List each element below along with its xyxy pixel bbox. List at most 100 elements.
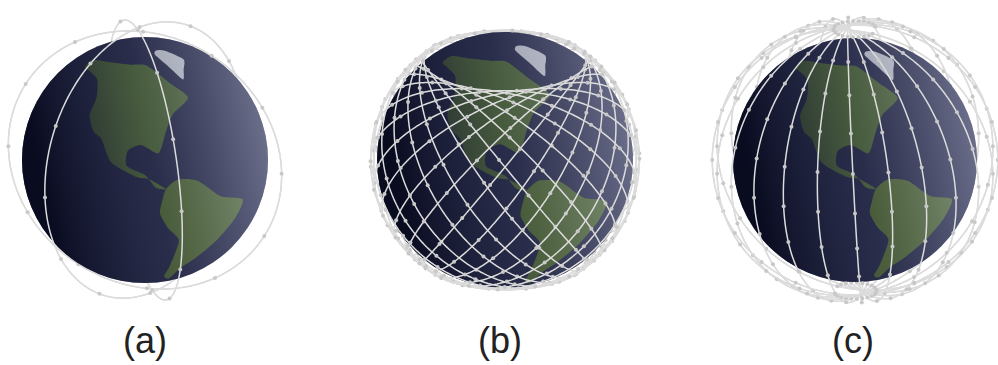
satellite: [857, 274, 861, 278]
satellite: [390, 103, 394, 107]
satellite: [865, 295, 869, 299]
satellite: [760, 56, 764, 60]
satellite: [931, 77, 935, 81]
satellite: [733, 85, 737, 89]
satellite: [410, 141, 414, 145]
satellite: [155, 71, 159, 75]
satellite: [614, 174, 618, 178]
satellite: [783, 35, 787, 39]
satellite: [24, 82, 28, 86]
satellite: [805, 292, 809, 296]
satellite: [912, 275, 916, 279]
satellite: [505, 279, 509, 283]
satellite: [576, 75, 580, 79]
satellite: [564, 211, 568, 215]
satellite: [612, 87, 616, 91]
satellite: [915, 84, 919, 88]
satellite: [393, 235, 397, 239]
satellite: [396, 159, 400, 163]
satellite: [600, 73, 604, 77]
satellite: [747, 108, 751, 112]
satellite: [735, 222, 739, 226]
satellite: [581, 174, 585, 178]
satellite: [474, 105, 478, 109]
satellite: [384, 208, 388, 212]
satellite: [634, 128, 638, 132]
satellite: [534, 246, 538, 250]
satellite: [886, 171, 890, 175]
satellite: [576, 267, 580, 271]
satellite: [426, 183, 430, 187]
satellite: [452, 260, 456, 264]
satellite: [546, 112, 550, 116]
satellite: [141, 30, 145, 34]
satellite: [467, 135, 471, 139]
satellite: [404, 219, 408, 223]
orbit-back: [8, 20, 281, 300]
satellite: [414, 67, 418, 71]
satellite: [986, 183, 990, 187]
satellite: [806, 52, 810, 56]
satellite: [729, 185, 733, 189]
satellite: [441, 163, 445, 167]
satellite: [736, 97, 740, 101]
satellite: [820, 245, 824, 249]
satellite: [450, 223, 454, 227]
satellite: [426, 68, 430, 72]
satellite: [937, 274, 941, 278]
satellite: [628, 133, 632, 137]
satellite: [924, 204, 928, 208]
satellite: [826, 273, 830, 277]
satellite: [428, 117, 432, 121]
satellite: [786, 240, 790, 244]
satellite: [513, 116, 517, 120]
satellite: [715, 172, 719, 176]
satellite: [407, 252, 411, 256]
satellite: [567, 40, 571, 44]
satellite: [875, 299, 879, 303]
satellite: [574, 95, 578, 99]
satellite: [401, 234, 405, 238]
satellite: [589, 54, 593, 58]
satellite: [977, 131, 981, 135]
satellite: [532, 169, 536, 173]
satellite: [612, 104, 616, 108]
satellite: [973, 231, 977, 235]
satellite: [758, 232, 762, 236]
satellite: [583, 63, 587, 67]
orbit-front: [710, 16, 998, 305]
satellite: [833, 292, 837, 296]
satellite: [853, 211, 857, 215]
satellite: [567, 41, 571, 45]
satellite: [423, 258, 427, 262]
satellite: [769, 74, 773, 78]
panel-label-wrap: (b): [478, 323, 522, 359]
satellite: [990, 120, 994, 124]
satellite: [872, 92, 876, 96]
satellite: [867, 33, 871, 37]
satellite: [385, 177, 389, 181]
satellite: [846, 16, 850, 20]
satellite: [444, 91, 448, 95]
satellite: [425, 75, 429, 79]
satellite: [771, 262, 775, 266]
satellite: [782, 204, 786, 208]
satellite: [488, 183, 492, 187]
satellite: [6, 144, 10, 148]
satellite: [394, 218, 398, 222]
satellite: [817, 20, 821, 24]
satellite: [439, 276, 443, 280]
satellite: [424, 265, 428, 269]
satellite: [524, 262, 528, 266]
satellite: [738, 243, 742, 247]
satellite: [865, 282, 869, 286]
satellite: [518, 147, 522, 151]
satellite: [491, 256, 495, 260]
satellite: [871, 32, 875, 36]
satellite: [954, 196, 958, 200]
satellite: [789, 125, 793, 129]
satellite: [570, 151, 574, 155]
panel-label-wrap: (a): [123, 323, 167, 359]
satellite: [582, 244, 586, 248]
